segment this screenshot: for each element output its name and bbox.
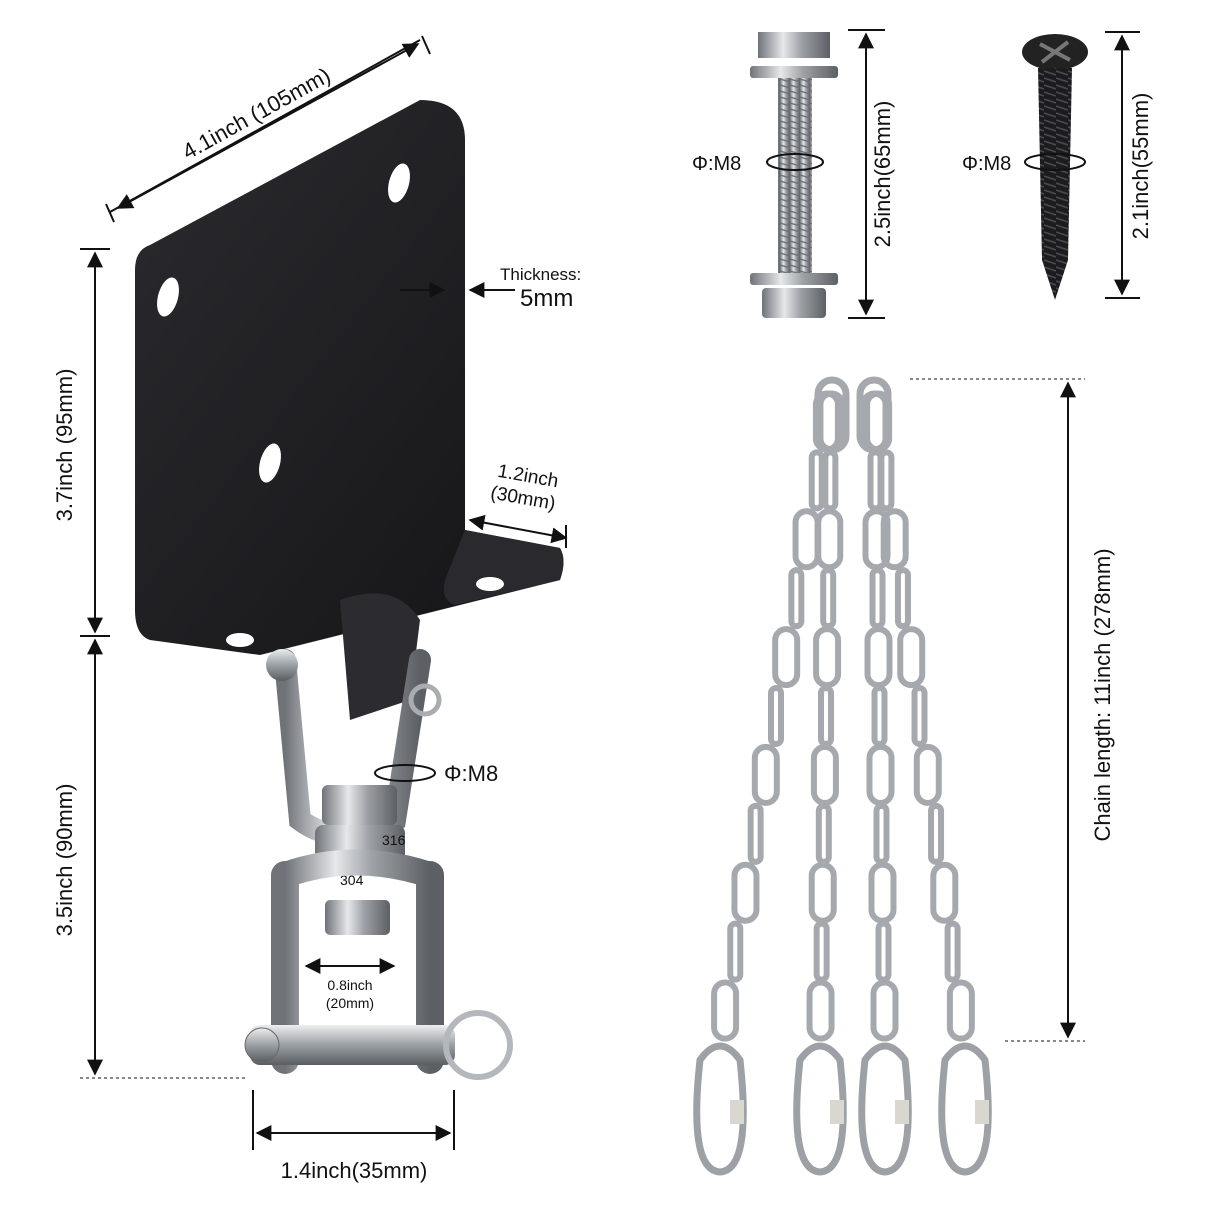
chain-link <box>772 626 801 689</box>
chain-link <box>875 920 892 983</box>
chain-link <box>751 743 780 806</box>
chain-link <box>822 449 839 512</box>
carabiner-lock-sleeve <box>730 1100 744 1124</box>
swivel-pin-diameter-label: Φ:M8 <box>444 761 498 786</box>
chain-link <box>818 685 834 747</box>
chain-link <box>768 685 784 747</box>
mount-hole-icon <box>476 577 504 591</box>
chain-top-ring <box>856 376 892 454</box>
chain-link <box>911 685 928 747</box>
chain-link <box>808 449 825 512</box>
wood-screw <box>1022 34 1088 300</box>
hanging-chains <box>693 376 992 1176</box>
bolt-diameter-label: Φ:M8 <box>692 153 741 175</box>
bracket-height-label: 3.7inch (95mm) <box>52 369 77 522</box>
chain-link <box>870 979 899 1042</box>
chain-link <box>894 567 911 630</box>
chain-link <box>869 567 886 630</box>
screw-length-label: 2.1inch(55mm) <box>1128 93 1153 240</box>
swivel-height-label: 3.5inch (90mm) <box>52 784 77 937</box>
chain-link <box>711 979 740 1042</box>
carabiner-lock-sleeve <box>975 1100 989 1124</box>
chain-link <box>864 626 893 689</box>
chain-link <box>868 861 897 924</box>
chain-link <box>928 802 945 865</box>
chain-link <box>727 920 744 983</box>
chain-link <box>788 567 805 630</box>
swivel-width-label: 1.4inch(35mm) <box>281 1158 428 1183</box>
chain-link <box>815 508 844 571</box>
swivel-opening-label-line1: 0.8inch <box>327 977 372 993</box>
chain-link <box>815 802 832 865</box>
bracket-plate <box>135 100 564 655</box>
chain-link <box>747 802 764 865</box>
chain-link <box>806 979 835 1042</box>
chain-link <box>810 743 839 806</box>
bracket-width-label: 4.1inch (105mm) <box>178 62 335 164</box>
bolt-length-label: 2.5inch(65mm) <box>870 101 895 248</box>
chain-link <box>820 567 837 630</box>
chain-link <box>897 626 926 689</box>
mount-hole-icon <box>157 277 179 317</box>
wall-bracket <box>135 100 564 655</box>
chain-link <box>813 626 842 689</box>
thickness-value: 5mm <box>520 285 573 312</box>
chain-link <box>808 861 837 924</box>
chain-link <box>946 979 975 1042</box>
carabiner-lock-sleeve <box>895 1100 909 1124</box>
mount-hole-icon <box>259 443 281 483</box>
carabiner-icon <box>858 1042 912 1176</box>
stamp-bottom: 304 <box>340 872 364 888</box>
mount-hole-icon <box>226 633 254 647</box>
stamp-top: 316 <box>382 832 406 848</box>
chain-link <box>930 861 959 924</box>
chain-link <box>866 743 895 806</box>
chain-length-label: Chain length: 11inch (278mm) <box>1090 548 1115 841</box>
carabiner-icon <box>938 1042 992 1176</box>
chain-link <box>731 861 760 924</box>
chain-link <box>873 802 890 865</box>
chain-top-ring <box>814 376 850 454</box>
chain-link <box>944 920 961 983</box>
carabiner-icon <box>793 1042 847 1176</box>
bracket-flange <box>443 530 564 605</box>
chain-link <box>878 449 895 512</box>
thickness-title: Thickness: <box>500 265 581 284</box>
carabiner-lock-sleeve <box>830 1100 844 1124</box>
hex-bolt <box>750 32 838 318</box>
chain-link <box>813 920 830 983</box>
screw-diameter-label: Φ:M8 <box>962 153 1011 175</box>
swivel-opening-label-line2: (20mm) <box>326 995 374 1011</box>
chain-link <box>913 743 942 806</box>
dimension-lines <box>80 29 1140 1150</box>
carabiner-icon <box>693 1042 747 1176</box>
swivel-hook: 316 304 <box>244 593 513 1080</box>
chain-link <box>792 508 821 571</box>
chain-link <box>880 508 909 571</box>
chain-link <box>871 685 888 747</box>
